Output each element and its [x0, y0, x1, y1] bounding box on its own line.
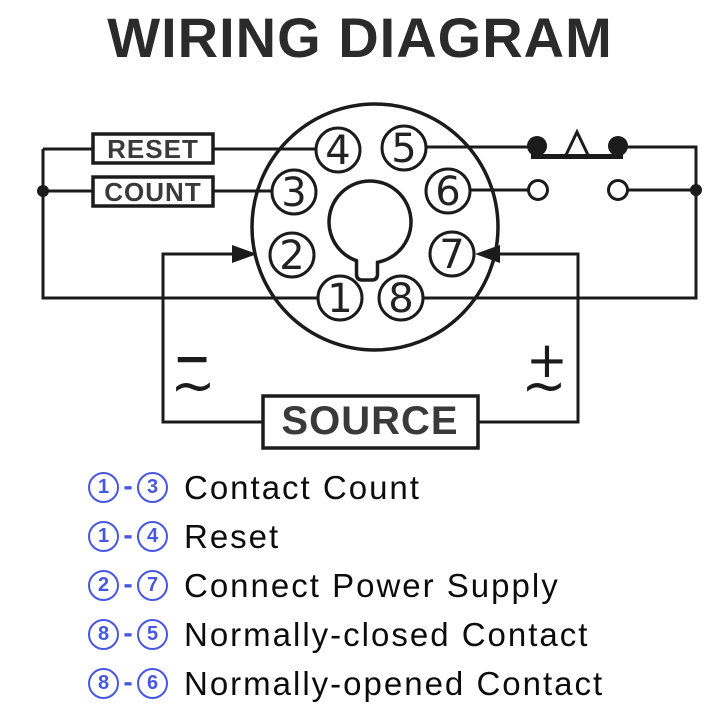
wire-common-left-to-pin1 — [41, 149, 319, 300]
legend-label: Normally-opened Contact — [184, 664, 605, 702]
legend-row-normally-opened: 8 - 6 Normally-opened Contact — [0, 659, 720, 708]
pin-5: 5 — [380, 124, 428, 172]
legend-row-contact-count: 1 - 3 Contact Count — [0, 463, 720, 512]
ac-tilde-left: ~ — [170, 354, 215, 417]
junction-dot-right — [690, 184, 702, 196]
pin-7-label: 7 — [439, 232, 464, 278]
pin-3-label: 3 — [281, 170, 306, 216]
legend-label: Connect Power Supply — [184, 566, 560, 604]
minus-symbol: − — [173, 331, 212, 385]
plus-symbol: + — [526, 331, 568, 389]
source-box: SOURCE — [261, 394, 480, 450]
pin-6-label: 6 — [435, 169, 460, 215]
pin-1-label: 1 — [327, 276, 352, 322]
ac-tilde-right: ~ — [521, 354, 566, 417]
count-box-label: COUNT — [104, 177, 201, 207]
pin-4-label: 4 — [325, 128, 350, 174]
pin-badge: 6 — [137, 668, 168, 699]
pin-badge: 5 — [137, 619, 168, 650]
nc-contact-dot-right — [608, 136, 628, 156]
reset-box-label: RESET — [107, 134, 199, 164]
no-contact-symbol — [527, 179, 629, 201]
legend-dash: - — [123, 666, 133, 697]
page-title: WIRING DIAGRAM — [107, 6, 613, 69]
reset-box: RESET — [91, 132, 215, 165]
pin-badge: 8 — [88, 668, 119, 699]
socket-pins: 1 2 3 4 5 6 7 — [268, 124, 476, 322]
wiring-diagram-canvas: 1 2 3 4 5 6 7 — [37, 102, 702, 450]
legend: 1 - 3 Contact Count 1 - 4 Reset 2 - 7 Co… — [0, 463, 720, 708]
legend-dash: - — [123, 617, 133, 648]
legend-dash: - — [123, 519, 133, 550]
wire-source-to-pin7 — [478, 252, 580, 424]
no-contact-dot-left — [527, 179, 549, 201]
pin-badge: 3 — [137, 472, 168, 503]
pin-6: 6 — [424, 167, 472, 215]
nc-contact-bar — [531, 154, 623, 159]
pin-7: 7 — [428, 230, 476, 278]
pin-1: 1 — [316, 274, 364, 322]
nc-contact-dot-left — [527, 136, 547, 156]
pin-badge: 1 — [88, 472, 119, 503]
pin-badge: 4 — [137, 521, 168, 552]
pin-badge: 8 — [88, 619, 119, 650]
wire-source-to-pin2 — [161, 252, 263, 424]
pin-3: 3 — [270, 168, 318, 216]
wires — [41, 145, 698, 424]
socket-keyway — [327, 179, 413, 282]
arrow-into-pin2 — [232, 245, 257, 263]
pin-8: 8 — [377, 274, 425, 322]
legend-label: Normally-closed Contact — [184, 615, 590, 653]
source-box-label: SOURCE — [281, 399, 458, 443]
legend-row-reset: 1 - 4 Reset — [0, 512, 720, 561]
pin-badge: 2 — [88, 570, 119, 601]
legend-label: Reset — [184, 517, 281, 555]
pin-2: 2 — [268, 231, 316, 279]
arrow-into-pin7 — [475, 245, 500, 263]
pin-4: 4 — [314, 126, 362, 174]
junction-dot-left — [37, 185, 49, 197]
count-box: COUNT — [91, 175, 215, 208]
legend-dash: - — [123, 470, 133, 501]
legend-label: Contact Count — [184, 468, 421, 506]
pin-5-label: 5 — [391, 126, 416, 172]
pin-2-label: 2 — [279, 233, 304, 279]
pin-8-label: 8 — [388, 276, 413, 322]
wire-nc-to-pin8-common — [423, 145, 698, 300]
no-contact-dot-right — [607, 179, 629, 201]
legend-dash: - — [123, 568, 133, 599]
nc-actuator-triangle — [564, 128, 590, 156]
legend-row-power-supply: 2 - 7 Connect Power Supply — [0, 561, 720, 610]
pin-badge: 1 — [88, 521, 119, 552]
pin-badge: 7 — [137, 570, 168, 601]
legend-row-normally-closed: 8 - 5 Normally-closed Contact — [0, 610, 720, 659]
nc-contact-symbol — [527, 128, 628, 159]
